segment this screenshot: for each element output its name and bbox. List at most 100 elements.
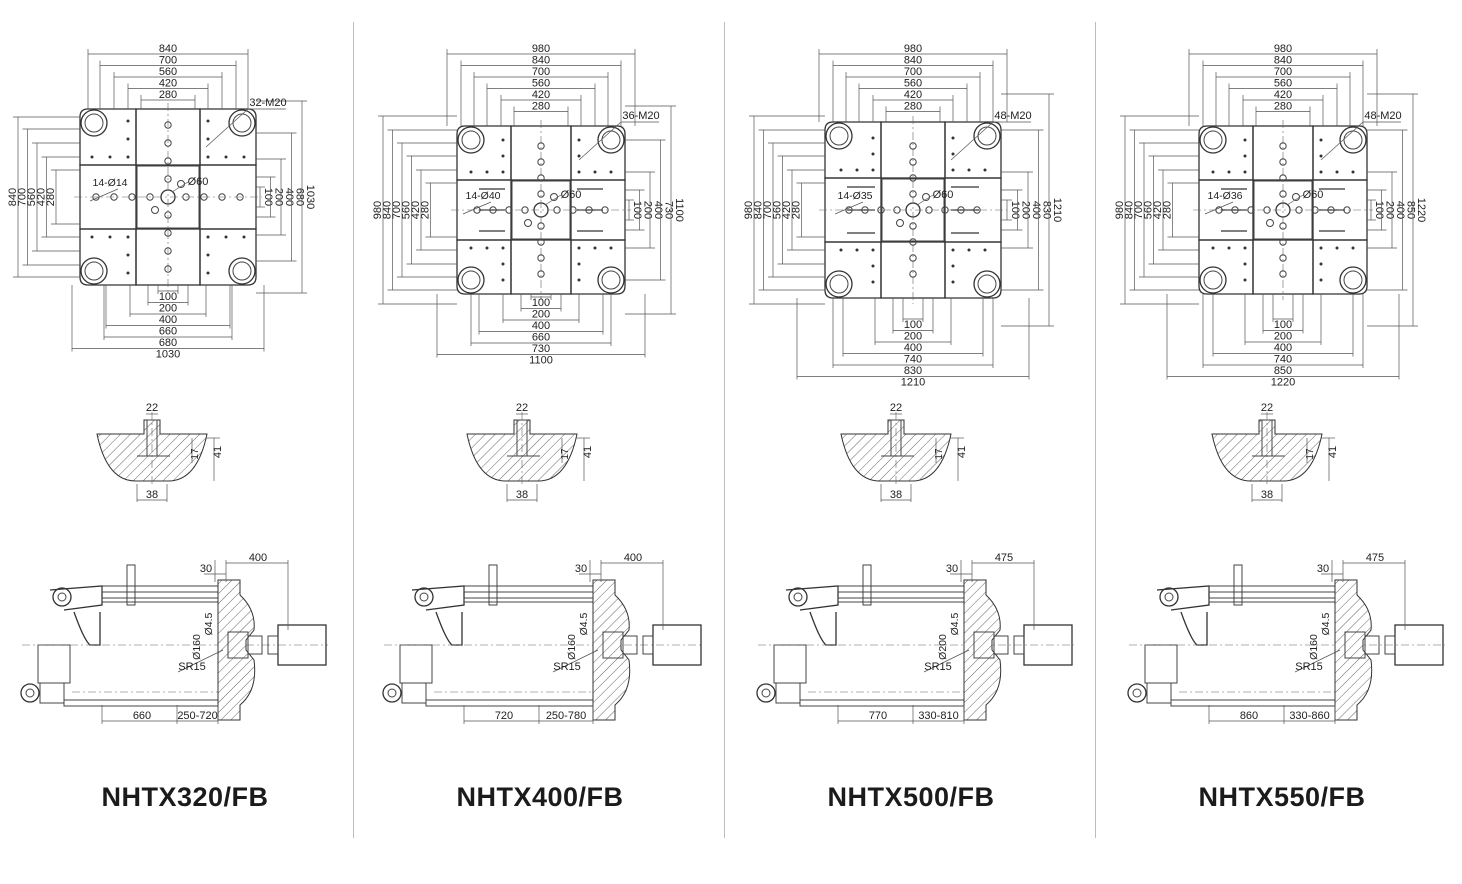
dimension-label: 1220 (1271, 377, 1295, 389)
dimension-label: 700 (1133, 201, 1145, 219)
tie-bar-hole (1339, 266, 1367, 294)
dimension-label: 100 (159, 291, 177, 303)
toggle-pin (414, 587, 434, 607)
daylight-range-label: 250-720 (177, 710, 217, 722)
dimension-label: 560 (1274, 78, 1292, 90)
dimension-label: 560 (1143, 201, 1155, 219)
tapped-hole (1243, 246, 1247, 250)
nozzle-head (622, 635, 638, 655)
toggle-arm (809, 611, 837, 646)
tapped-hole (593, 246, 597, 250)
tie-bar-hole-inner (84, 261, 104, 281)
dimension-label: 17 (560, 448, 571, 460)
dimension-label: 840 (159, 43, 177, 55)
tapped-hole (126, 235, 130, 239)
dimension-label: 850 (1405, 201, 1417, 219)
tapped-hole (871, 280, 875, 284)
platen-quadrant-tr (570, 125, 626, 181)
tapped-hole (126, 137, 130, 141)
gap-label: 30 (946, 563, 958, 575)
tapped-hole (951, 280, 955, 284)
platen-distance-label: 720 (495, 710, 513, 722)
platen-distance-label: 660 (133, 710, 151, 722)
tapped-hole (126, 119, 130, 123)
dimension-label: 660 (532, 332, 550, 344)
ring-diameter-label: Ø160 (1308, 634, 1320, 660)
dimension-label: 400 (904, 342, 922, 354)
dimension-label: 200 (1020, 201, 1032, 219)
dimension-label: 41 (1327, 446, 1339, 458)
ejector-rod (126, 564, 136, 606)
dimension-label: 280 (1162, 201, 1174, 219)
dimension-label: 700 (159, 55, 177, 67)
dimension-label: 840 (1274, 55, 1292, 67)
tapped-hole (1243, 138, 1247, 142)
dimension-label: 420 (36, 188, 48, 206)
tapped-hole (1243, 278, 1247, 282)
leader-line (1320, 121, 1364, 161)
platen-quadrant-bl (79, 228, 137, 286)
platen-distance-label: 770 (869, 710, 887, 722)
tapped-hole (501, 246, 505, 250)
toggle-pin (756, 683, 776, 703)
leader-line (89, 188, 119, 202)
dimension-label: 200 (159, 303, 177, 315)
tie-bar-hole (597, 266, 625, 294)
ejector-rod (862, 564, 872, 606)
dimension-label: 17 (934, 448, 945, 460)
dimension-label: 400 (1274, 342, 1292, 354)
dimension-label: 100 (1274, 319, 1292, 331)
tie-bar-hole-inner (977, 274, 997, 294)
hole-callout: 14-Ø36 (1207, 190, 1242, 202)
tie-bar-hole-inner (461, 270, 481, 290)
tie-bar-upper (463, 585, 594, 593)
nozzle-diameter-label: Ø4.5 (1320, 612, 1332, 635)
toggle-pin (1159, 587, 1179, 607)
dimension-label: 1100 (529, 355, 553, 367)
tapped-hole (577, 278, 581, 282)
tie-bar-hole-inner (1203, 130, 1223, 150)
tapped-hole (501, 154, 505, 158)
tie-bar-hole (973, 270, 1001, 298)
model-title: NHTX500/FB (827, 782, 995, 812)
dimension-label: 41 (212, 446, 224, 458)
tapped-hole (839, 168, 843, 172)
toggle-link (785, 585, 839, 611)
tie-bar-lower (1170, 699, 1336, 707)
tie-bar-hole (825, 122, 853, 150)
tapped-hole (206, 253, 210, 257)
center-locating-hole (896, 219, 904, 227)
gap-label: 30 (575, 563, 587, 575)
thread-callout: 48-M20 (994, 110, 1031, 122)
tapped-hole (1227, 170, 1231, 174)
tie-bar-hole (1199, 266, 1227, 294)
dimension-label: 840 (532, 55, 550, 67)
tie-bar-hole-inner (461, 130, 481, 150)
dimension-label: 840 (7, 188, 19, 206)
tie-bar-hole-inner (1203, 270, 1223, 290)
tapped-hole (1243, 154, 1247, 158)
dimension-label: 420 (904, 89, 922, 101)
fixed-platen-section (592, 579, 631, 721)
dimension-label: 200 (642, 201, 654, 219)
tapped-hole (242, 235, 246, 239)
toggle-pin (1127, 683, 1147, 703)
tie-bar-upper (837, 585, 965, 593)
dimension-label: 100 (262, 188, 274, 206)
platen-quadrant-br (199, 228, 257, 286)
tapped-hole (485, 170, 489, 174)
tapped-hole (951, 264, 955, 268)
dimension-label: 38 (1261, 489, 1273, 501)
tapped-hole (1211, 246, 1215, 250)
dimension-label: 280 (1274, 101, 1292, 113)
divider-3 (1095, 22, 1096, 838)
leader-line (923, 649, 970, 673)
toggle-pin (382, 683, 402, 703)
leader-line (1286, 194, 1304, 206)
injection-nozzle (642, 635, 654, 655)
sphere-radius-label: SR15 (178, 661, 206, 673)
